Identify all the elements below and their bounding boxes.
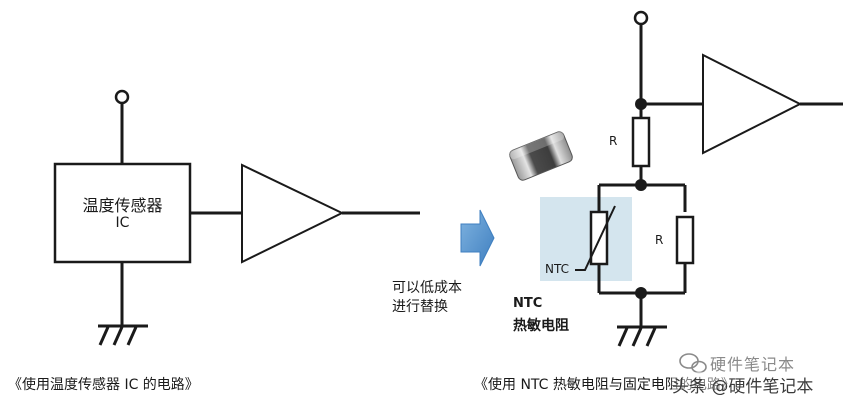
junction-dot-top (635, 98, 647, 110)
ic-label-line1: 温度传感器 (82, 196, 163, 215)
wechat-watermark-text: 硬件笔记本 (710, 355, 796, 374)
right-caption: 《使用 NTC 热敏电阻与固定电阻的电路》 (474, 377, 735, 393)
ground-symbol-right (617, 325, 667, 347)
junction-dot-bottom (635, 287, 647, 299)
vcc-terminal-right (633, 10, 649, 26)
junction-dot-middle (635, 179, 647, 191)
ntc-chip-image (509, 131, 573, 181)
left-circuit (53, 89, 420, 346)
right-circuit (575, 10, 843, 347)
amplifier-right (702, 53, 803, 155)
amplifier-left (241, 163, 345, 264)
ntc-thermistor-slash (575, 205, 616, 271)
transition-text-line2: 进行替换 (392, 299, 448, 315)
ntc-title-line1: NTC (513, 296, 543, 311)
ground-symbol-left (98, 324, 148, 346)
temperature-sensor-ic-box (53, 162, 192, 264)
resistor-top-label: R (609, 134, 618, 148)
resistor-side (675, 215, 695, 265)
resistor-top (631, 116, 651, 168)
transition-text-line1: 可以低成本 (392, 280, 462, 296)
vcc-terminal-left (114, 89, 130, 105)
left-caption: 《使用温度传感器 IC 的电路》 (8, 377, 199, 393)
wechat-logo-icon (679, 353, 707, 374)
toutiao-watermark-text: 头条 @硬件笔记本 (672, 372, 814, 397)
transition-arrow (460, 209, 495, 267)
ntc-label: NTC (545, 262, 569, 276)
resistor-side-label: R (655, 233, 664, 247)
ntc-title-line2: 热敏电阻 (513, 318, 569, 334)
ic-label-line2: IC (115, 215, 130, 231)
junction-dots (635, 98, 647, 299)
